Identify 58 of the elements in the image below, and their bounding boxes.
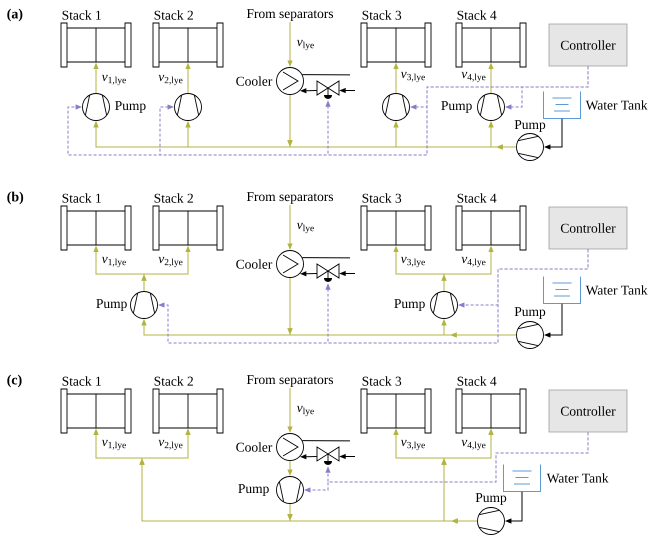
- edge-label: v$_{3,lye}$: [400, 439, 426, 451]
- pump-label: Pump: [441, 101, 472, 113]
- tank-label: Water Tank: [546, 473, 609, 483]
- stack-title: Stack 3: [362, 193, 402, 203]
- edge-label: v$_{4,lye}$: [460, 439, 487, 451]
- line: [302, 257, 350, 258]
- stack-title: Stack 4: [458, 193, 496, 203]
- valve-symbol: [316, 263, 340, 282]
- edge-label: v$_{2,lye}$: [158, 256, 184, 268]
- stack-title: Stack 3: [362, 376, 402, 386]
- pump-label: Pump: [238, 484, 269, 496]
- cooler-label: Cooler: [236, 259, 272, 269]
- edge-label: v$_{lye}$: [296, 222, 316, 234]
- source-label: From separators: [246, 9, 334, 21]
- pump-symbol: [382, 93, 410, 121]
- panel-label: (a): [7, 8, 22, 22]
- edge-label: v$_{4,lye}$: [460, 256, 487, 268]
- pump-label: Pump: [96, 299, 127, 311]
- cooler-label: Cooler: [236, 442, 272, 452]
- edge-label: v$_{lye}$: [296, 39, 316, 51]
- line: [302, 440, 350, 442]
- edge-label: v$_{1,lye}$: [101, 256, 128, 268]
- pump-label: Pump: [514, 120, 546, 132]
- stack-title: Stack 1: [62, 376, 101, 386]
- stack-title: Stack 2: [154, 376, 193, 386]
- edge-label: v$_{4,lye}$: [460, 71, 487, 83]
- stack-title: Stack 3: [362, 10, 402, 20]
- stack-title: Stack 1: [62, 193, 101, 203]
- cooler-label: Cooler: [236, 76, 272, 86]
- stack-title: Stack 2: [154, 193, 193, 203]
- panel-label: (b): [7, 192, 24, 204]
- edge-label: v$_{2,lye}$: [158, 439, 184, 451]
- valve-symbol: [316, 446, 340, 465]
- edge-label: v$_{2,lye}$: [158, 74, 184, 86]
- edge-label: v$_{3,lye}$: [400, 256, 426, 268]
- panel-label: (c): [7, 374, 22, 388]
- valve-symbol: [316, 80, 340, 99]
- line: [302, 74, 350, 76]
- pump-label: Pump: [514, 307, 546, 319]
- controller-box: Controller: [548, 206, 628, 250]
- tank-label: Water Tank: [586, 100, 648, 110]
- source-label: From separators: [246, 375, 334, 387]
- source-label: From separators: [246, 192, 334, 204]
- controller-box: Controller: [548, 24, 628, 66]
- stack-title: Stack 4: [458, 376, 496, 386]
- tank-label: Water Tank: [586, 285, 648, 295]
- pump-label: Pump: [476, 493, 506, 505]
- controller-box: Controller: [548, 390, 628, 432]
- stack-title: Stack 4: [458, 10, 496, 20]
- edge-label: v$_{3,lye}$: [400, 71, 426, 83]
- edge-label: v$_{lye}$: [296, 405, 316, 417]
- edge-label: v$_{1,lye}$: [101, 74, 128, 86]
- pump-label: Pump: [115, 101, 146, 113]
- pump-symbol: [174, 93, 202, 121]
- stack-title: Stack 1: [62, 10, 101, 20]
- edge-label: v$_{1,lye}$: [101, 439, 128, 451]
- pump-label: Pump: [394, 299, 425, 311]
- stack-title: Stack 2: [154, 10, 193, 20]
